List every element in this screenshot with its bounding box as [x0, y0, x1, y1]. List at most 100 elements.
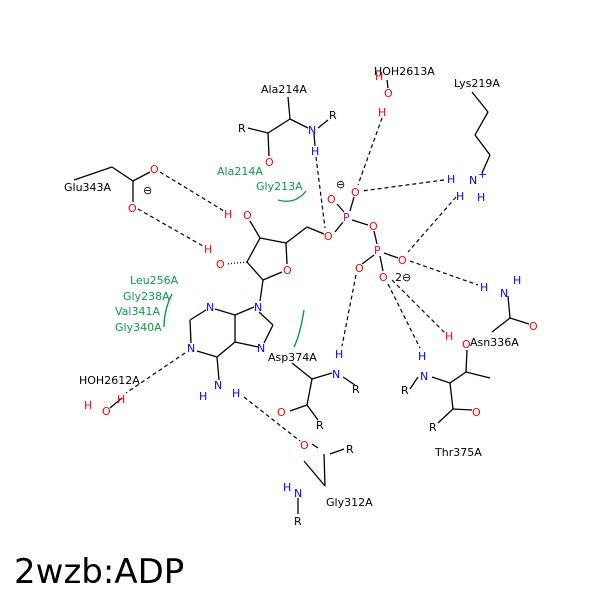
bond [258, 311, 274, 326]
atom-label: R [316, 419, 324, 432]
atom-label: O [277, 406, 286, 419]
bond [109, 397, 123, 409]
atom-label: O [529, 320, 538, 333]
atom-label: O [150, 163, 159, 176]
atom-label: O [243, 209, 252, 222]
bond [216, 341, 236, 358]
bond [342, 376, 356, 386]
diagram-title: 2wzb:ADP [14, 552, 185, 592]
atom-label: H [84, 399, 92, 412]
atom-label: O [300, 439, 309, 452]
atom-label: N [214, 379, 222, 392]
bond [311, 372, 333, 380]
bond [311, 443, 319, 449]
atom-label: O [472, 406, 481, 419]
bond [379, 255, 384, 272]
atom-label: O [265, 156, 274, 169]
bond [189, 319, 192, 344]
residue-hoh2613: HOH2613A [374, 65, 435, 78]
atom-label: R [329, 109, 337, 122]
hydrogen-bond [243, 396, 301, 442]
hydrogen-bond [409, 260, 479, 286]
atoms: O H O H O O P O O O P O O O ⊖ 2⊖ N N N N… [84, 70, 538, 528]
bond [132, 171, 151, 182]
residue-asn336: Asn336A [470, 336, 519, 349]
atom-label: P [374, 244, 381, 257]
bond [306, 226, 325, 235]
atom-label: H [513, 274, 521, 287]
bond [313, 133, 316, 147]
atom-label: O [398, 254, 407, 267]
bond [465, 371, 491, 379]
bond [409, 376, 419, 390]
atom-label: H [311, 145, 319, 158]
atom-label: N [187, 342, 195, 355]
hydrogen-bond [391, 279, 447, 335]
bond [287, 96, 291, 120]
atom-label: R [294, 515, 302, 528]
bond [189, 309, 207, 321]
atom-label: 2⊖ [395, 271, 411, 284]
atom-label: N [469, 174, 477, 187]
bond [349, 196, 355, 212]
bond [334, 221, 344, 233]
bond [267, 118, 291, 134]
residue-hoh2612: HOH2612A [79, 374, 140, 387]
bond [306, 404, 319, 421]
hydrophobic-contact [293, 309, 305, 348]
atom-label: H [480, 281, 488, 294]
bond [249, 220, 261, 239]
residue-glu343: Glu343A [64, 181, 112, 194]
bond [267, 132, 270, 157]
bond [481, 154, 491, 174]
bond [449, 382, 454, 410]
residue-lys219: Lys219A [454, 77, 500, 90]
bond [323, 453, 326, 487]
atom-label: P [343, 211, 350, 224]
hydrogen-bond [315, 156, 326, 229]
atom-label: H [199, 390, 207, 403]
hydrogen-bond [387, 283, 421, 349]
bond [263, 324, 274, 344]
atom-label: H [418, 350, 426, 363]
atom-label: N [257, 342, 265, 355]
bond [214, 308, 236, 316]
residue-gly312: Gly312A [326, 496, 373, 509]
bond [351, 219, 369, 226]
bond [291, 362, 313, 380]
hydrogen-bond [407, 196, 457, 253]
bond [329, 448, 345, 455]
bond [289, 118, 309, 129]
hydrogen-bond [341, 274, 357, 347]
bond [247, 127, 269, 134]
hydrophobic-contact [163, 293, 173, 328]
atom-label: O [324, 230, 333, 243]
atom-label: H [232, 387, 240, 400]
atom-label: R [238, 122, 246, 135]
bond [289, 404, 308, 412]
bond [373, 230, 378, 245]
atom-label: N [420, 370, 428, 383]
atom-label: N [294, 487, 302, 500]
residue-asp374: Asp374A [268, 351, 317, 364]
bond [471, 91, 489, 113]
atom-label: R [401, 384, 409, 397]
bond [246, 261, 264, 281]
atom-label: O [128, 202, 137, 215]
atom-label: O [384, 87, 393, 100]
residue-thr375: Thr375A [434, 446, 482, 459]
bond [507, 295, 511, 319]
atom-label: H [375, 70, 383, 83]
bonds [73, 79, 530, 514]
bond [285, 226, 308, 244]
bond [303, 460, 326, 487]
atom-label: O [369, 220, 378, 233]
atom-label: H [378, 106, 386, 119]
atom-label: ⊖ [143, 184, 152, 197]
bond [336, 203, 345, 213]
hydrogen-bond [125, 352, 186, 394]
atom-label: O [216, 258, 225, 271]
atom-label: R [429, 421, 437, 434]
atom-label: H [224, 208, 232, 221]
